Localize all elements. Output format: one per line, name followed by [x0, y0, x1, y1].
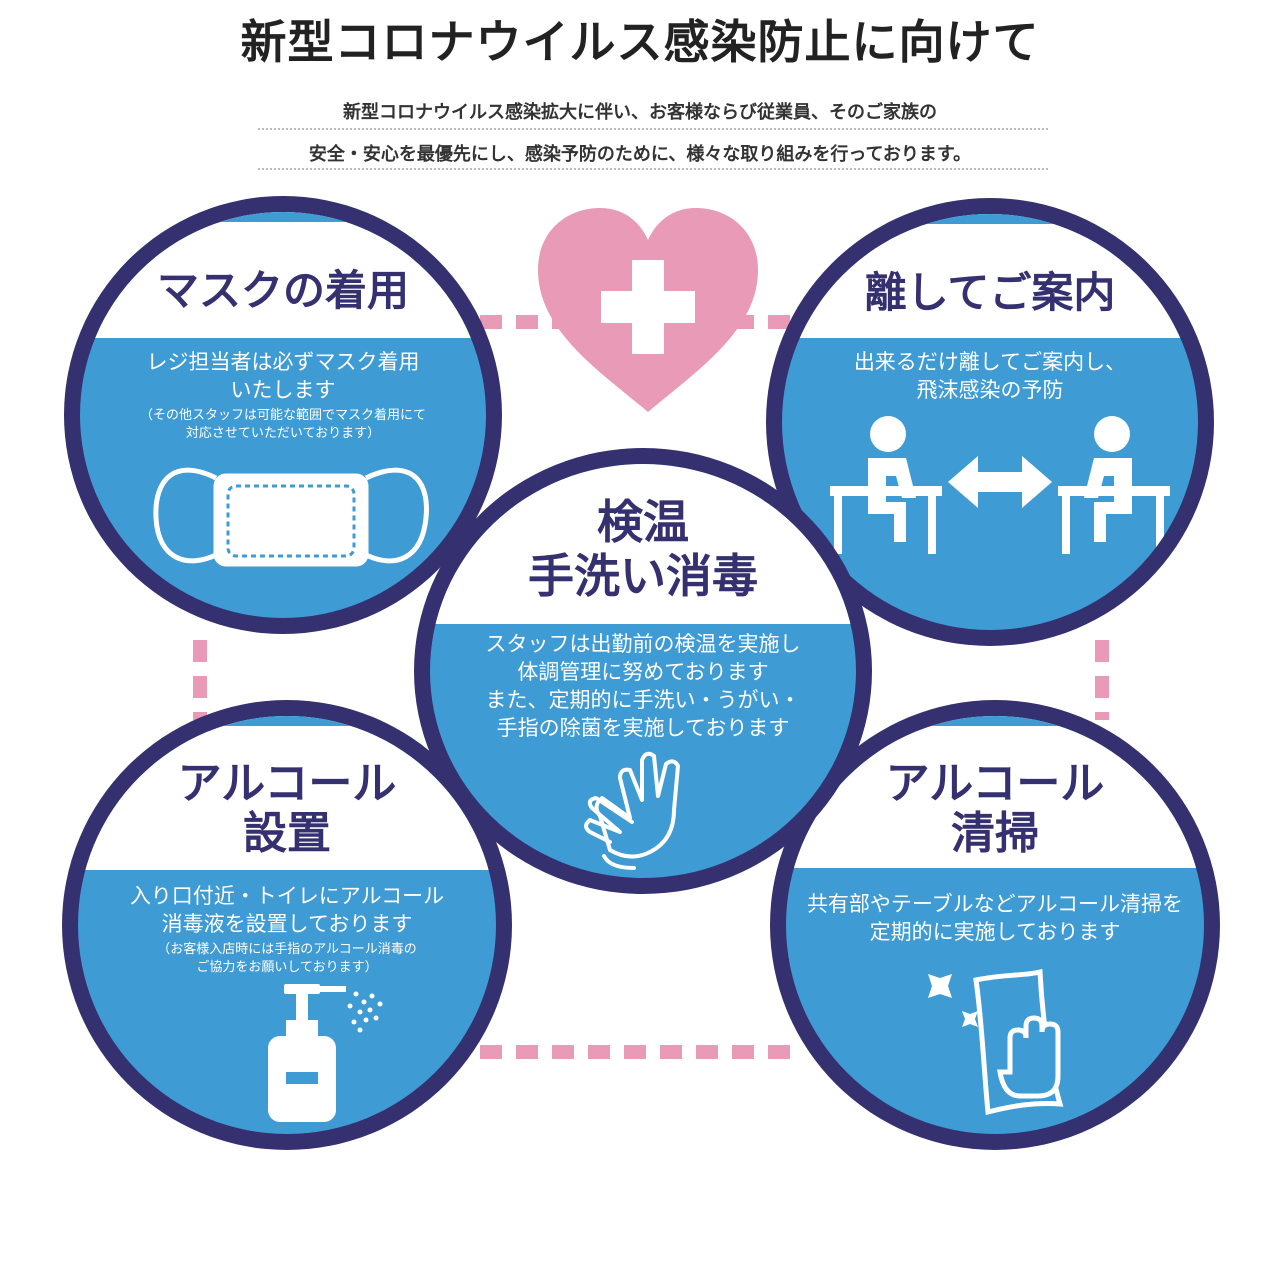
divider [258, 128, 1048, 130]
card-temperature-desc-1: スタッフは出勤前の検温を実施し [485, 632, 801, 656]
card-distance-desc-1: 出来るだけ離してご案内し、 [853, 350, 1127, 374]
card-alcohol-desc-1: 入り口付近・トイレにアルコール [129, 884, 445, 908]
divider [258, 168, 1048, 170]
card-cleaning-heading-1: アルコール [885, 758, 1105, 809]
card-temperature-inner: 検温 手洗い消毒 スタッフは出勤前の検温を実施し 体調管理に努めております また… [430, 464, 856, 878]
hand-washing-icon [584, 751, 680, 870]
card-alcohol-note-1: （お客様入店時には手指のアルコール消毒の [157, 942, 417, 957]
card-mask-desc-2: いたします [230, 378, 336, 402]
card-temperature-desc-3: また、定期的に手洗い・うがい・ [485, 688, 801, 712]
heart-plus-icon [538, 208, 758, 412]
card-alcohol-heading-2: 設置 [243, 808, 331, 859]
card-temperature-desc-2: 体調管理に努めております [517, 660, 769, 684]
page-title: 新型コロナウイルス感染防止に向けて [240, 15, 1040, 69]
card-cleaning-inner: アルコール 清掃 共有部やテーブルなどアルコール清掃を 定期的に実施しております [786, 716, 1204, 1134]
wiping-cloth-icon [928, 968, 1064, 1116]
intro-line-2: 安全・安心を最優先にし、感染予防のために、様々な取り組みを行っております。 [308, 144, 972, 165]
card-cleaning-desc-2: 定期的に実施しております [869, 920, 1121, 944]
card-mask-inner: マスクの着用 レジ担当者は必ずマスク着用 いたします （その他スタッフは可能な範… [80, 212, 486, 618]
card-temperature-desc-4: 手指の除菌を実施しております [496, 716, 790, 740]
card-mask-heading: マスクの着用 [156, 266, 409, 315]
card-alcohol: アルコール 設置 入り口付近・トイレにアルコール 消毒液を設置しております （お… [62, 700, 512, 1150]
card-distance-heading: 離してご案内 [864, 268, 1116, 317]
card-mask-desc-1: レジ担当者は必ずマスク着用 [146, 350, 420, 374]
card-alcohol-desc-2: 消毒液を設置しております [161, 912, 413, 936]
card-mask-note-1: （その他スタッフは可能な範囲でマスク着用にて [139, 408, 426, 423]
seated-distance-icon [830, 416, 1170, 554]
card-mask-note-2: 対応させていただいております） [185, 426, 381, 441]
card-alcohol-note-2: ご協力をお願いしております） [196, 960, 378, 975]
face-mask-icon [153, 467, 429, 567]
spray-bottle-icon [268, 984, 383, 1122]
card-cleaning-desc-1: 共有部やテーブルなどアルコール清掃を [806, 892, 1184, 916]
card-temperature-heading-2: 手洗い消毒 [528, 549, 758, 603]
card-temperature: 検温 手洗い消毒 スタッフは出勤前の検温を実施し 体調管理に努めております また… [414, 448, 872, 894]
card-mask: マスクの着用 レジ担当者は必ずマスク着用 いたします （その他スタッフは可能な範… [64, 196, 502, 634]
card-alcohol-inner: アルコール 設置 入り口付近・トイレにアルコール 消毒液を設置しております （お… [78, 716, 496, 1134]
card-cleaning-heading-2: 清掃 [951, 808, 1039, 859]
intro-line-1: 新型コロナウイルス感染拡大に伴い、お客様ならび従業員、そのご家族の [343, 102, 937, 123]
card-distance-desc-2: 飛沫感染の予防 [916, 378, 1064, 402]
card-temperature-heading-1: 検温 [597, 495, 689, 549]
card-alcohol-heading-1: アルコール [177, 758, 397, 809]
